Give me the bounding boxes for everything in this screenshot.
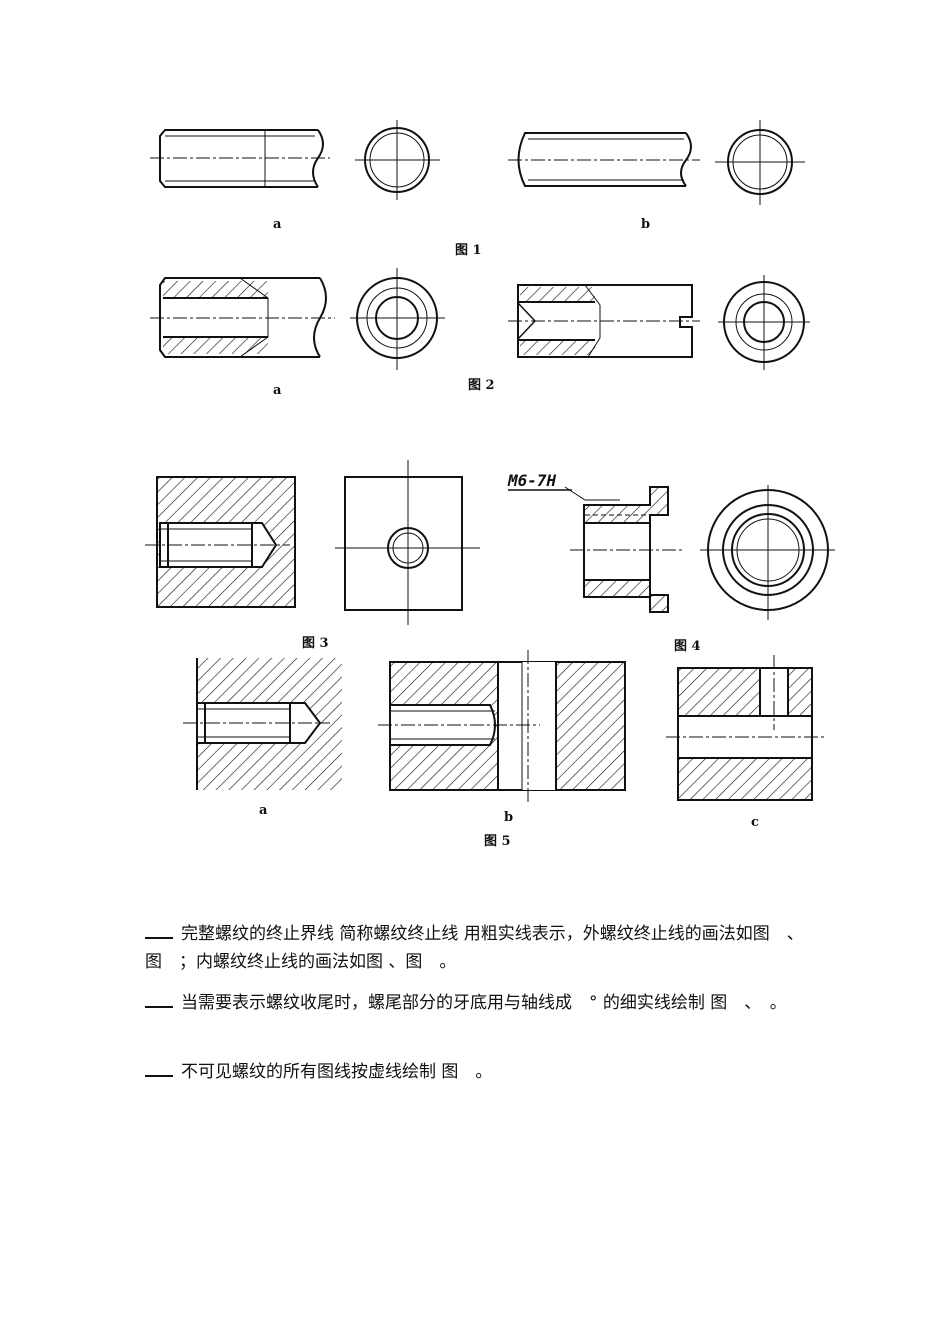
paragraph-text: 当需要表示螺纹收尾时，螺尾部分的牙底用与轴线成 ° 的细实线绘制 图 、 。: [181, 993, 787, 1013]
fig1b-drawing: [508, 120, 805, 205]
paragraph-thread-tail: 当需要表示螺纹收尾时，螺尾部分的牙底用与轴线成 ° 的细实线绘制 图 、 。: [145, 989, 813, 1017]
fig2a-drawing: [150, 268, 445, 370]
fig1-sub-b: b: [641, 217, 650, 232]
blank-line: [145, 923, 173, 939]
fig2-sub-a: a: [273, 383, 282, 398]
fig5-sub-b: b: [504, 810, 513, 825]
fig4-caption: 图 4: [674, 639, 701, 654]
fig5a-drawing: [183, 658, 342, 790]
fig5b-drawing: [378, 650, 626, 805]
fig5c-drawing: [666, 655, 825, 801]
blank-line: [145, 992, 173, 1008]
fig2-caption: 图 2: [468, 378, 495, 393]
fig3-caption: 图 3: [302, 636, 329, 651]
fig5-caption: 图 5: [484, 834, 511, 849]
paragraph-text: 不可见螺纹的所有图线按虚线绘制 图 。: [181, 1062, 493, 1082]
fig2b-drawing: [508, 275, 810, 370]
fig1a-drawing: [150, 120, 440, 200]
fig5-sub-a: a: [259, 803, 268, 818]
fig4-drawing: M6-7H: [507, 471, 835, 620]
paragraph-text: 完整螺纹的终止界线 简称螺纹终止线 用粗实线表示，外螺纹终止线的画法如图 、图 …: [145, 924, 804, 972]
fig3-drawing: [145, 460, 480, 625]
thread-drawings: M6-7H a b 图 1 a 图 2 图 3 图 4 a b c 图 5: [145, 120, 835, 849]
blank-line: [145, 1061, 173, 1077]
paragraph-hidden-thread: 不可见螺纹的所有图线按虚线绘制 图 。: [145, 1058, 813, 1086]
fig1-caption: 图 1: [455, 243, 482, 258]
thread-spec-annotation: M6-7H: [507, 471, 557, 490]
fig5-sub-c: c: [751, 815, 759, 830]
fig1-sub-a: a: [273, 217, 282, 232]
paragraph-thread-termination: 完整螺纹的终止界线 简称螺纹终止线 用粗实线表示，外螺纹终止线的画法如图 、图 …: [145, 920, 813, 976]
